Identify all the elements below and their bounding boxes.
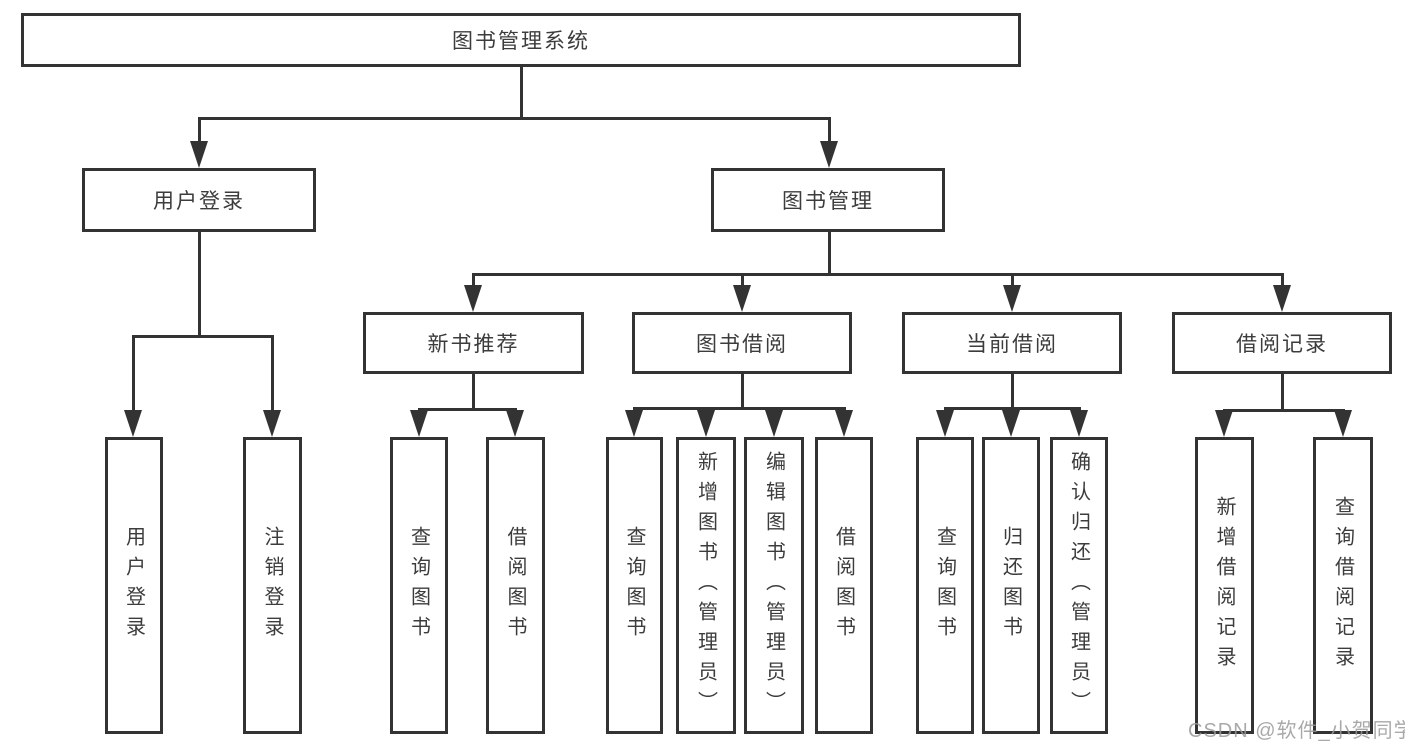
arrowhead-icon <box>410 410 428 437</box>
leaf-add-borrow-record-label: 新增借阅记录 <box>1213 495 1235 676</box>
arrowhead-icon <box>820 141 838 168</box>
connector-line <box>633 407 845 410</box>
connector-line <box>418 408 517 411</box>
arrowhead-icon <box>263 410 281 437</box>
node-book-management-label: 图书管理 <box>782 190 874 213</box>
connector-line <box>270 335 274 413</box>
node-book-management: 图书管理 <box>711 168 945 232</box>
node-borrow-records: 借阅记录 <box>1172 312 1392 374</box>
leaf-edit-books-admin: 编辑图书（管理员） <box>744 437 804 734</box>
leaf-user-login-label: 用户登录 <box>122 525 145 646</box>
leaf-query-borrow-record: 查询借阅记录 <box>1313 437 1373 734</box>
leaf-user-login: 用户登录 <box>105 437 163 734</box>
connector-line <box>519 67 523 120</box>
arrowhead-icon <box>1070 410 1088 437</box>
connector-line <box>740 373 744 410</box>
connector-line <box>1010 273 1014 290</box>
node-current-borrowing: 当前借阅 <box>902 312 1122 374</box>
leaf-confirm-return-admin-label: 确认归还（管理员） <box>1067 450 1090 721</box>
leaf-query-books-current-label: 查询图书 <box>933 525 956 646</box>
node-user-login-label: 用户登录 <box>153 190 245 213</box>
arrowhead-icon <box>464 285 482 312</box>
node-root: 图书管理系统 <box>21 13 1021 67</box>
node-borrow-records-label: 借阅记录 <box>1236 333 1328 356</box>
leaf-logout: 注销登录 <box>243 437 302 734</box>
connector-line <box>740 273 744 290</box>
leaf-edit-books-admin-label: 编辑图书（管理员） <box>762 450 785 721</box>
connector-line <box>1223 409 1344 412</box>
arrowhead-icon <box>625 410 643 437</box>
arrowhead-icon <box>1334 410 1352 437</box>
leaf-logout-label: 注销登录 <box>261 525 283 646</box>
leaf-query-books-recommend: 查询图书 <box>390 437 448 734</box>
connector-line <box>471 273 475 290</box>
leaf-return-books: 归还图书 <box>982 437 1040 734</box>
leaf-borrow-books-recommend-label: 借阅图书 <box>504 525 526 646</box>
leaf-query-books-recommend-label: 查询图书 <box>407 525 430 646</box>
leaf-add-borrow-record: 新增借阅记录 <box>1195 437 1254 734</box>
connector-line <box>827 231 831 276</box>
arrowhead-icon <box>765 410 783 437</box>
arrowhead-icon <box>506 410 524 437</box>
node-book-borrowing: 图书借阅 <box>632 312 852 374</box>
leaf-return-books-label: 归还图书 <box>999 525 1022 646</box>
node-root-label: 图书管理系统 <box>452 30 590 53</box>
arrowhead-icon <box>936 410 954 437</box>
connector-line <box>471 373 475 411</box>
connector-line <box>944 407 1080 410</box>
arrowhead-icon <box>124 410 142 437</box>
node-current-borrowing-label: 当前借阅 <box>966 333 1058 356</box>
node-new-book-recommend-label: 新书推荐 <box>427 333 520 356</box>
connector-line <box>132 335 274 338</box>
node-book-borrowing-label: 图书借阅 <box>696 333 788 356</box>
connector-line <box>1280 273 1284 290</box>
connector-line <box>827 117 831 145</box>
arrowhead-icon <box>1002 410 1020 437</box>
leaf-borrow-books-label: 借阅图书 <box>832 525 855 646</box>
csdn-watermark: CSDN @软件_小贺同学 <box>1188 720 1405 742</box>
arrowhead-icon <box>190 141 208 168</box>
arrowhead-icon <box>733 285 751 312</box>
connector-line <box>197 117 201 145</box>
leaf-add-books-admin: 新增图书（管理员） <box>676 437 736 734</box>
arrowhead-icon <box>1003 285 1021 312</box>
connector-line <box>1010 373 1014 410</box>
leaf-query-books-borrowing: 查询图书 <box>606 437 663 734</box>
leaf-query-books-borrowing-label: 查询图书 <box>623 525 645 646</box>
connector-line <box>197 231 201 338</box>
arrowhead-icon <box>1273 285 1291 312</box>
node-user-login: 用户登录 <box>82 168 316 232</box>
leaf-borrow-books-recommend: 借阅图书 <box>486 437 545 734</box>
connector-line <box>198 117 830 120</box>
connector-line <box>1280 373 1284 412</box>
leaf-add-books-admin-label: 新增图书（管理员） <box>694 450 717 721</box>
leaf-query-books-current: 查询图书 <box>916 437 974 734</box>
arrowhead-icon <box>1215 410 1233 437</box>
node-new-book-recommend: 新书推荐 <box>363 312 584 374</box>
leaf-confirm-return-admin: 确认归还（管理员） <box>1050 437 1108 734</box>
leaf-query-borrow-record-label: 查询借阅记录 <box>1331 495 1354 676</box>
arrowhead-icon <box>835 410 853 437</box>
connector-line <box>472 273 1283 276</box>
connector-line <box>131 335 135 413</box>
arrowhead-icon <box>697 410 715 437</box>
leaf-borrow-books: 借阅图书 <box>815 437 873 734</box>
